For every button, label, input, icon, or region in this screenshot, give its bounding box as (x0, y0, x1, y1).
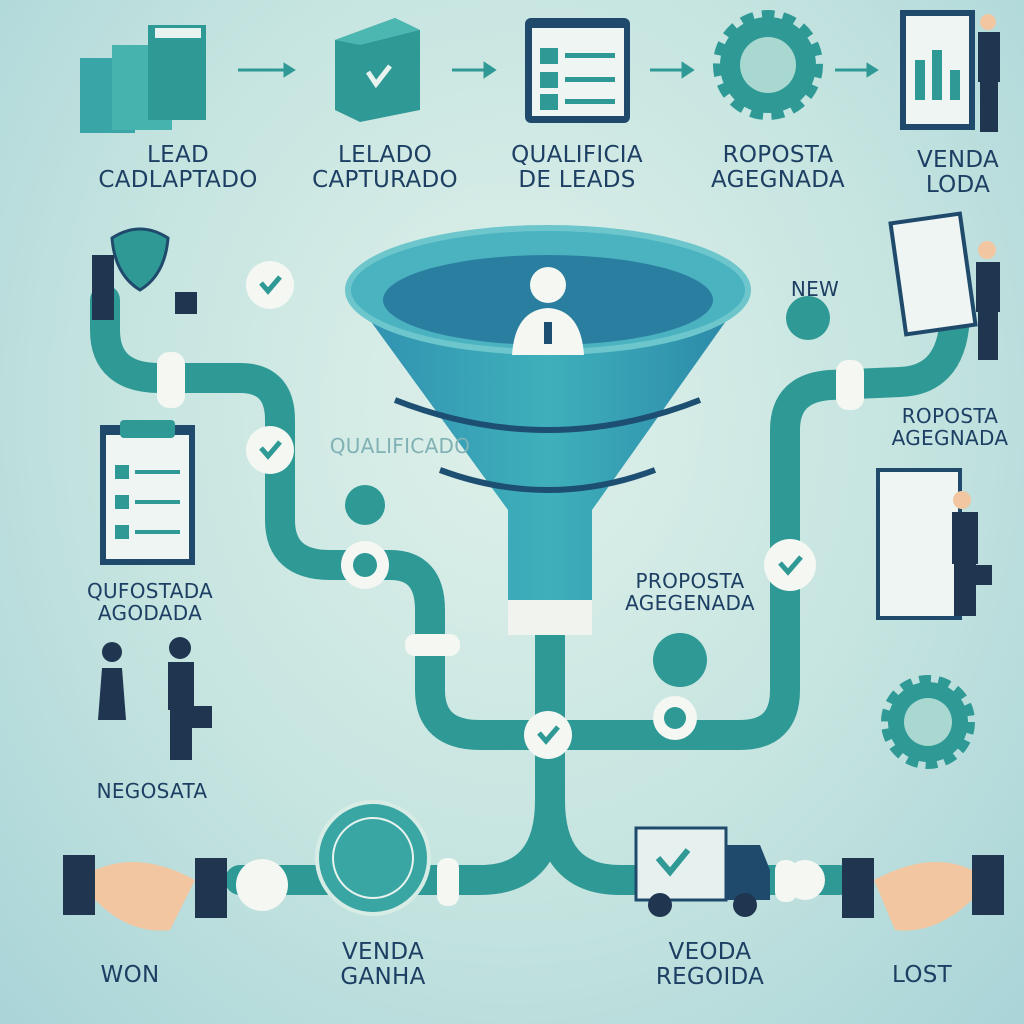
presenter-icon (900, 10, 1000, 132)
sales-funnel (345, 225, 751, 635)
handshake-icon-lost (842, 855, 1004, 931)
outcome-lost-label: LOST (892, 962, 952, 988)
user-icon (530, 267, 566, 303)
check-nodes (236, 261, 830, 916)
left-shield-person-icon (92, 227, 197, 320)
right-board-presenter-icon (876, 468, 992, 620)
outcome-won-label: WON (100, 962, 160, 988)
qualified-label: QUALIFICADO (329, 434, 471, 458)
checklist-icon (525, 18, 630, 123)
right-presenter-icon (888, 211, 1000, 360)
truck-icon (634, 826, 770, 917)
box-icon (335, 18, 420, 122)
gear-icon (713, 10, 823, 120)
new-label: NEW (790, 277, 840, 301)
handshake-icon-won (63, 855, 227, 931)
pipeline (90, 285, 970, 895)
books-icon (80, 25, 206, 133)
negotiation-label: NEGOSATA (96, 779, 208, 803)
clipboard-icon (100, 420, 195, 565)
businesspeople-handshake-icon (98, 637, 212, 760)
at-gear-icon (881, 675, 975, 769)
top-flow-arrows (238, 61, 879, 79)
